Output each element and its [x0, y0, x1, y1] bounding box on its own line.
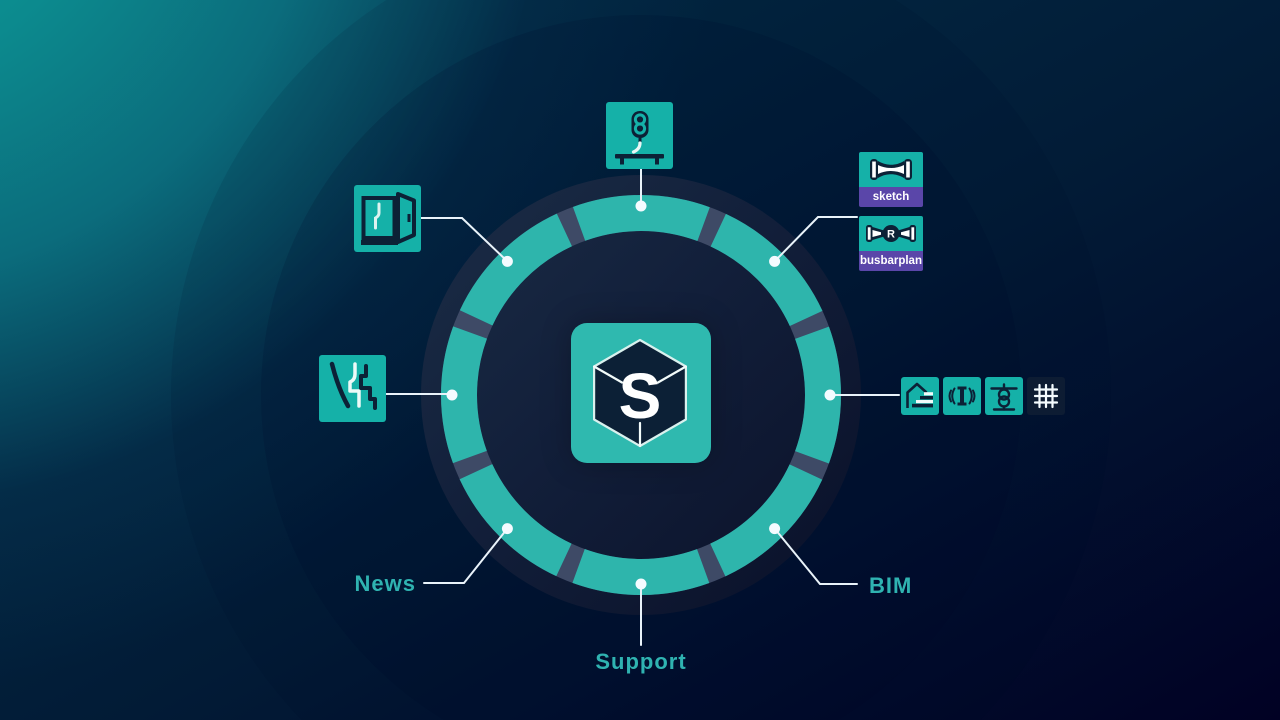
tile-house-stairs[interactable]	[901, 377, 939, 415]
busbarplan-badge: R	[887, 229, 895, 241]
tile-hoist-table[interactable]	[606, 102, 673, 169]
busbar-plan-icon: R	[866, 225, 916, 242]
tile-plumb-level[interactable]	[985, 377, 1023, 415]
hoist-table-icon	[615, 111, 664, 165]
connector-lines	[385, 168, 900, 646]
busbarplan-app-label: busbarplan	[859, 251, 923, 271]
connector-line-topleft	[420, 217, 508, 262]
sketch-app-label: sketch	[859, 187, 923, 207]
label-support[interactable]: Support	[595, 649, 687, 674]
busbarplan-app-tile[interactable]: R	[859, 216, 923, 251]
house-stairs-icon	[906, 382, 933, 408]
tile-grid[interactable]	[1027, 377, 1065, 415]
tile-tripping-curves[interactable]	[319, 355, 386, 422]
label-bim[interactable]: BIM	[869, 573, 913, 598]
center-logo-letter: S	[619, 360, 662, 432]
app-sketch[interactable]: sketch	[859, 152, 923, 207]
busbar-sketch-icon	[870, 159, 912, 180]
tile-acoustic[interactable]	[943, 377, 981, 415]
open-enclosure-door-icon	[361, 192, 416, 245]
connector-line-news	[423, 528, 508, 584]
cube-logo-icon: S	[593, 338, 688, 448]
plumb-level-icon	[990, 383, 1018, 411]
label-news[interactable]: News	[354, 571, 416, 596]
center-logo[interactable]: S	[571, 323, 711, 463]
grid-icon	[1033, 383, 1059, 409]
connector-line-topright	[774, 216, 858, 262]
sketch-app-tile[interactable]	[859, 152, 923, 187]
app-busbarplan[interactable]: R busbarplan	[859, 216, 923, 271]
tile-open-enclosure[interactable]	[354, 185, 421, 252]
connector-dots	[446, 200, 836, 590]
tripping-curves-icon	[329, 361, 377, 410]
connector-line-bim	[774, 528, 858, 585]
acoustic-waves-icon	[948, 386, 976, 406]
